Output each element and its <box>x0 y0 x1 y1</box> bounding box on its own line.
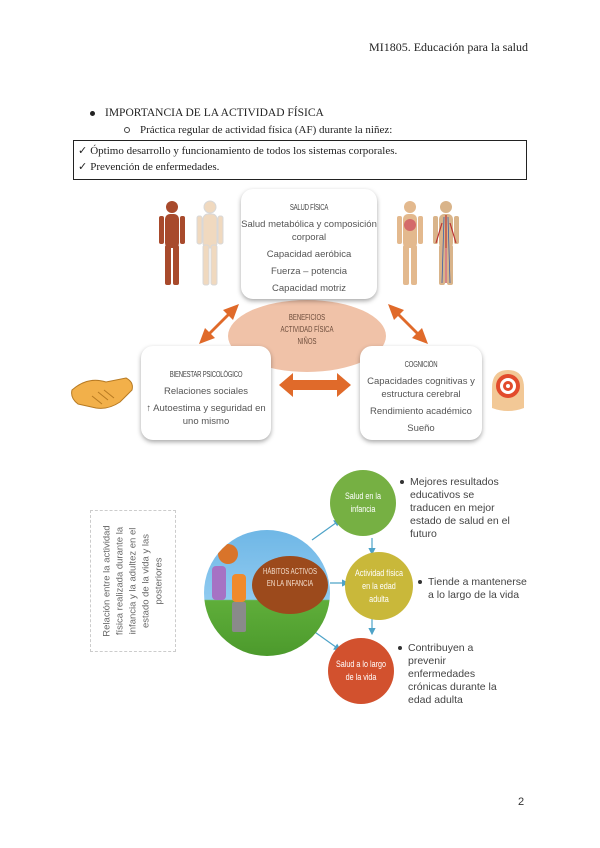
skeletal-system-icon <box>196 200 224 286</box>
muscular-skeletal-figures <box>159 200 224 286</box>
connector-to-salud-vida <box>311 629 341 651</box>
node-salud-infancia: Salud en la infancia <box>330 470 396 536</box>
child-legs <box>232 602 246 632</box>
section-subheading-text: Práctica regular de actividad física (AF… <box>140 124 393 136</box>
checkmark-icon: ✓ <box>78 144 88 157</box>
basketball-icon <box>218 544 238 564</box>
check-item: ✓ Prevención de enfermedades. <box>78 159 522 175</box>
bullet-dot-icon <box>400 480 404 484</box>
double-arrow-horizontal-icon <box>279 373 351 397</box>
note-text: Mejores resultados educativos se traduce… <box>410 476 510 540</box>
respiratory-system-icon <box>397 201 423 285</box>
node-label: Actividad física en la edad adulta <box>354 567 404 604</box>
note-salud-infancia: Mejores resultados educativos se traduce… <box>400 476 510 541</box>
benefits-diagram: BENEFICIOS ACTIVIDAD FÍSICA NIÑOS SALUD … <box>0 185 600 445</box>
check-item: ✓ Óptimo desarrollo y funcionamiento de … <box>78 143 522 159</box>
check-item-text: Óptimo desarrollo y funcionamiento de to… <box>90 145 398 157</box>
card-item: Salud metabólica y composición corporal <box>241 219 377 243</box>
connector-to-salud-infancia <box>311 519 341 541</box>
card-item: Capacidad motriz <box>272 283 346 294</box>
note-actividad-adulta: Tiende a mantenerse a lo largo de la vid… <box>418 576 528 602</box>
habits-connectors <box>311 519 376 651</box>
bullet-ring-icon <box>124 127 130 133</box>
check-item-text: Prevención de enfermedades. <box>90 161 220 173</box>
note-text: Tiende a mantenerse a lo largo de la vid… <box>428 576 527 601</box>
habits-side-label-box: Relación entre la actividad física reali… <box>90 510 176 652</box>
double-arrow-left-icon <box>199 304 239 344</box>
habits-center-label: HÁBITOS ACTIVOS EN LA INFANCIA <box>263 567 317 588</box>
habits-side-label: Relación entre la actividad física reali… <box>101 525 165 637</box>
section-subheading: Práctica regular de actividad física (AF… <box>124 124 392 136</box>
card-item: Fuerza – potencia <box>270 266 348 277</box>
center-line: ACTIVIDAD FÍSICA <box>280 325 334 334</box>
note-salud-vida: Contribuyen a prevenir enfermedades crón… <box>398 642 508 707</box>
respiratory-circulatory-figures <box>397 201 459 285</box>
double-arrow-right-icon <box>388 304 428 344</box>
benefits-center-label: BENEFICIOS ACTIVIDAD FÍSICA NIÑOS <box>257 312 358 348</box>
card-title: COGNICIÓN <box>404 360 438 369</box>
section-heading: IMPORTANCIA DE LA ACTIVIDAD FÍSICA <box>90 107 324 119</box>
center-line: BENEFICIOS <box>288 313 326 322</box>
card-title: BIENESTAR PSICOLÓGICO <box>169 370 243 379</box>
card-bienestar-psicologico: BIENESTAR PSICOLÓGICO Relaciones sociale… <box>141 346 271 440</box>
card-item: ↑ Autoestima y seguridad en uno mismo <box>146 403 266 427</box>
card-cognicion: COGNICIÓN Capacidades cognitivas y estru… <box>360 346 482 440</box>
card-item: Relaciones sociales <box>164 386 248 397</box>
node-actividad-adulta: Actividad física en la edad adulta <box>345 552 413 620</box>
bullet-dot-icon <box>398 646 402 650</box>
page-number: 2 <box>518 796 525 808</box>
section-heading-text: IMPORTANCIA DE LA ACTIVIDAD FÍSICA <box>105 107 324 119</box>
child-figure <box>232 574 246 602</box>
card-item: Capacidad aeróbica <box>266 249 352 260</box>
habits-center-ellipse <box>252 556 328 614</box>
node-label: Salud a lo largo de la vida <box>335 659 387 682</box>
center-line: NIÑOS <box>297 337 317 346</box>
node-salud-vida: Salud a lo largo de la vida <box>328 638 394 704</box>
child-figure <box>212 566 226 600</box>
handshake-icon <box>71 377 133 409</box>
running-header: MI1805. Educación para la salud <box>369 40 528 54</box>
node-label: Salud en la infancia <box>344 491 382 514</box>
checkmark-icon: ✓ <box>78 160 88 173</box>
head-target-icon <box>492 370 524 411</box>
benefits-checklist: ✓ Óptimo desarrollo y funcionamiento de … <box>73 140 527 180</box>
bullet-dot-icon <box>418 580 422 584</box>
card-item: Rendimiento académico <box>370 406 472 417</box>
card-item: Sueño <box>407 423 435 434</box>
muscular-system-icon <box>159 201 185 285</box>
card-title: SALUD FÍSICA <box>289 203 329 212</box>
circulatory-system-icon <box>433 201 459 285</box>
note-text: Contribuyen a prevenir enfermedades crón… <box>408 642 497 706</box>
card-salud-fisica: SALUD FÍSICA Salud metabólica y composic… <box>241 189 377 299</box>
bullet-dot-icon <box>90 110 95 116</box>
card-item: Capacidades cognitivas y estructura cere… <box>367 376 475 400</box>
